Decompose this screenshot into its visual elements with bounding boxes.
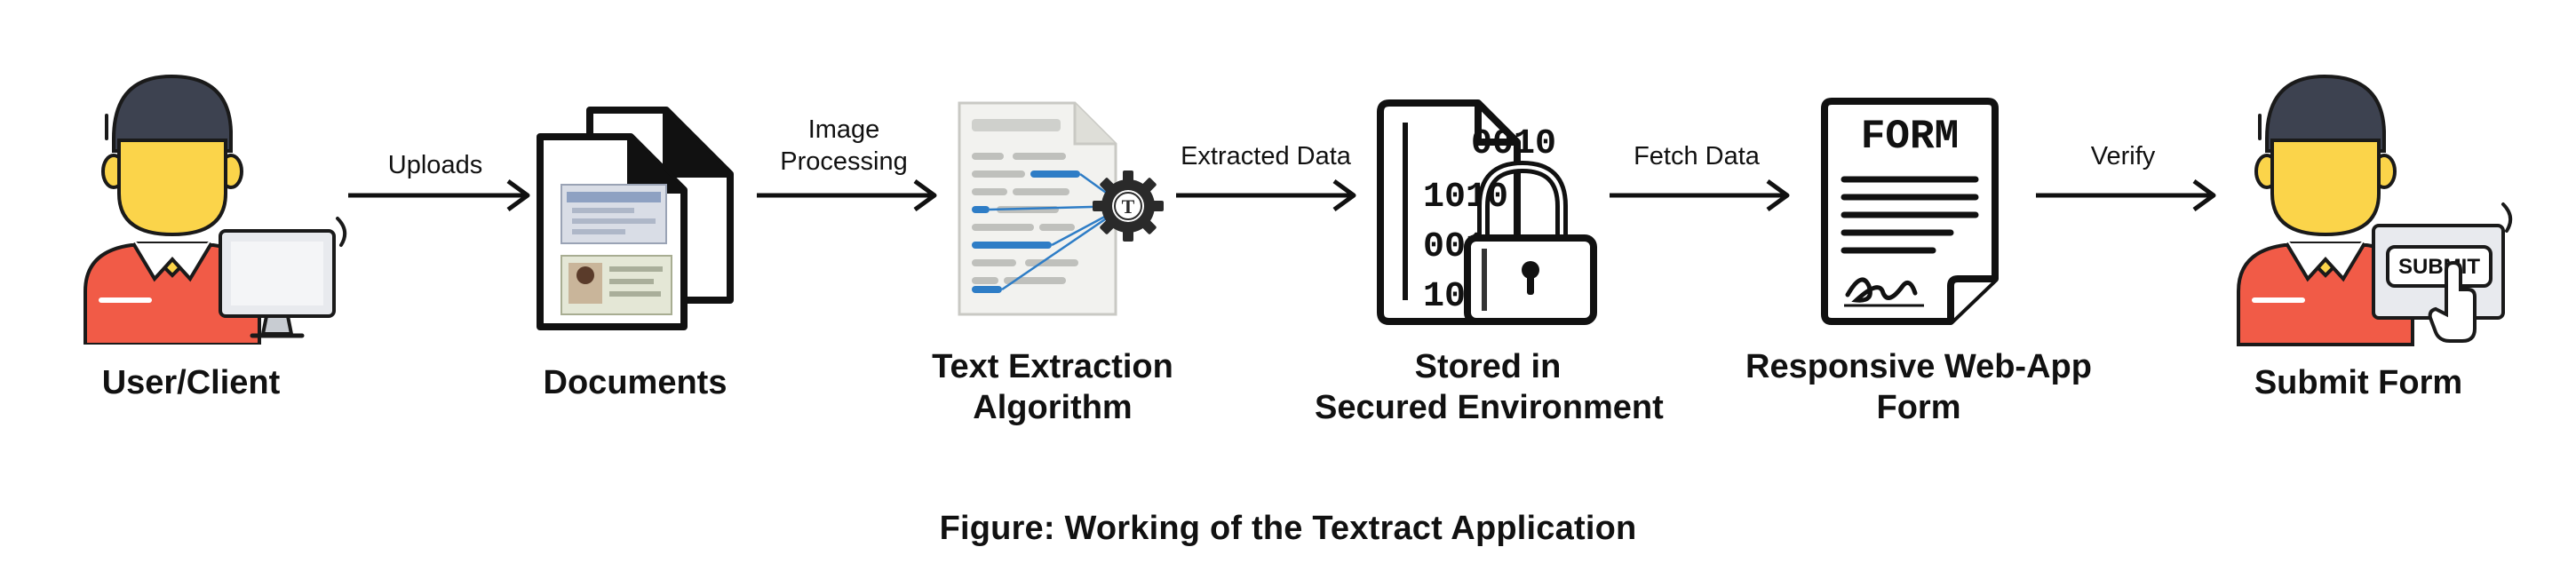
- binary-row-1: 0010: [1471, 124, 1556, 164]
- submit-button-text: SUBMIT: [2398, 255, 2480, 279]
- arrow-extracted-data: [1176, 178, 1356, 212]
- arrow-uploads: [348, 178, 530, 212]
- step-label-documents: Documents: [543, 364, 727, 401]
- user-computer-icon: [83, 74, 347, 345]
- gear-letter: T: [1122, 195, 1135, 218]
- step-label-form: Responsive Web-App Form: [1745, 348, 2092, 426]
- text-extraction-icon: T: [958, 101, 1164, 316]
- binary-row-2: 1010: [1423, 178, 1508, 218]
- step-label-secure-storage: Stored in Secured Environment: [1315, 348, 1664, 426]
- arrow-label-image-processing: Image Processing: [780, 115, 908, 176]
- arrow-label-fetch-data: Fetch Data: [1634, 142, 1760, 170]
- user-submit-icon: SUBMIT: [2237, 74, 2513, 346]
- arrow-image-processing: [757, 178, 937, 212]
- arrow-fetch-data: [1610, 178, 1790, 212]
- arrow-label-extracted-data: Extracted Data: [1181, 142, 1351, 170]
- arrow-label-verify: Verify: [2090, 142, 2156, 170]
- form-icon: FORM: [1821, 98, 1999, 325]
- arrow-verify: [2036, 178, 2216, 212]
- form-heading: FORM: [1861, 114, 1959, 160]
- documents-icon: [537, 107, 734, 330]
- figure-caption: Figure: Working of the Textract Applicat…: [939, 510, 1637, 547]
- step-label-submit-form: Submit Form: [2254, 364, 2463, 401]
- step-label-user-client: User/Client: [101, 364, 281, 401]
- arrow-label-uploads: Uploads: [387, 151, 483, 179]
- secure-storage-icon: 0010 1010 001 101: [1377, 99, 1597, 325]
- step-label-text-extraction: Text Extraction Algorithm: [932, 348, 1173, 426]
